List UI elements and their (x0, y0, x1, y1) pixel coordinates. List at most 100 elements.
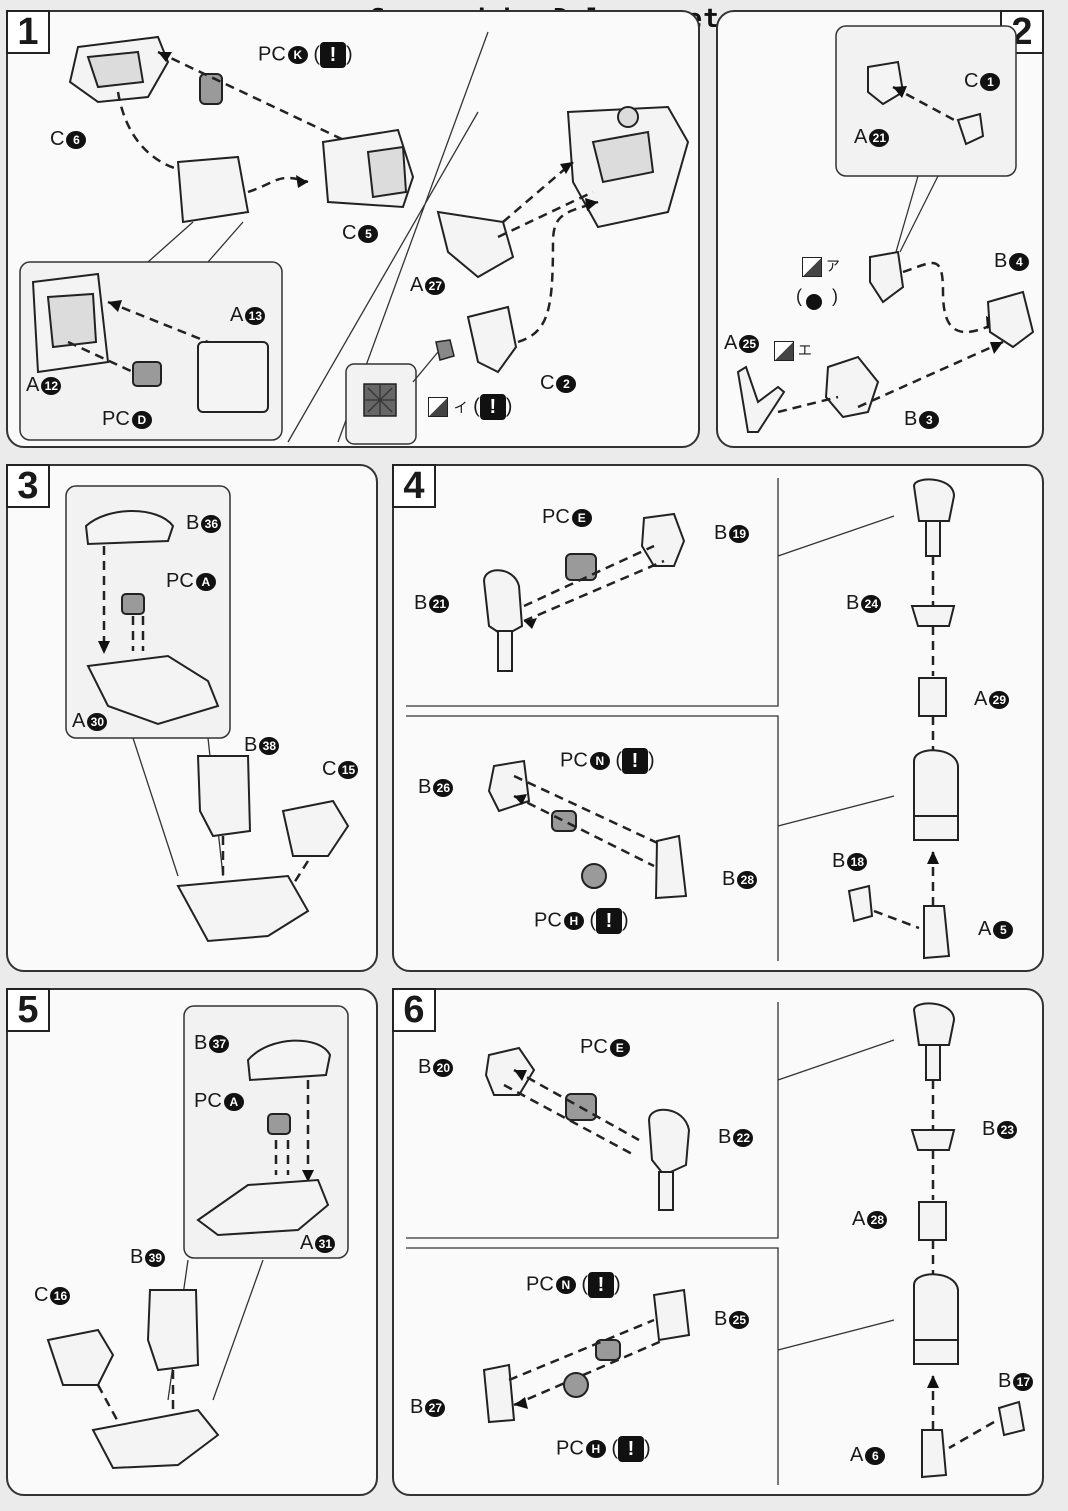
caution-icon: ! (618, 1436, 645, 1462)
caution-icon: ! (588, 1272, 615, 1298)
caution-icon: ! (596, 908, 623, 934)
part-a30 (86, 654, 220, 726)
part-a13 (197, 341, 269, 413)
part-b4 (986, 290, 1035, 349)
part-a31 (196, 1178, 330, 1237)
caution-icon: ! (622, 748, 649, 774)
step-number-3: 3 (6, 464, 50, 508)
label-sticker-a: ア (802, 256, 840, 278)
part-a6-hand (921, 1429, 948, 1479)
part-b18 (847, 884, 874, 923)
pc-d-part (132, 361, 162, 387)
sticker-icon (428, 397, 448, 417)
part-shoulder-joint (912, 478, 956, 522)
peg (658, 1171, 674, 1211)
step-number-6: 6 (392, 988, 436, 1032)
step-2-sub-box (835, 25, 1017, 177)
part-forearm-assembled (913, 1273, 959, 1344)
part-a29 (918, 677, 947, 717)
small-sticker-part (435, 339, 455, 361)
pc-h-part (581, 863, 607, 889)
part-b26 (487, 759, 531, 813)
step-3-illustration (65, 485, 350, 943)
head-assembly-part (869, 250, 905, 304)
pc-k-part (199, 73, 223, 105)
part-a28 (918, 1201, 947, 1241)
label-sticker-e: エ (774, 340, 812, 362)
pc-h-part (563, 1372, 589, 1398)
part-assembled-hull (176, 874, 310, 943)
part-b17 (997, 1400, 1026, 1437)
step-number-1: 1 (6, 10, 50, 54)
part-b3 (824, 355, 880, 419)
part-a27 (436, 210, 515, 279)
step-1-illustration (19, 31, 690, 445)
label-sticker-i: イ (!) (428, 394, 512, 420)
part-shoulder-joint (912, 1002, 956, 1046)
sticker-eye-callout: ( ) (796, 286, 838, 306)
pc-a-part (121, 593, 145, 615)
step-4-illustration (406, 478, 959, 961)
caution-icon: ! (320, 42, 347, 68)
part-b36 (84, 510, 175, 546)
part-b25 (652, 1288, 691, 1342)
pc-n-part (551, 810, 577, 832)
part-c16 (46, 1328, 115, 1386)
part-c1 (956, 112, 985, 146)
pc-a-part (267, 1113, 291, 1135)
part-a21 (867, 60, 905, 106)
part-b27 (482, 1363, 516, 1424)
part-upper-block (176, 155, 250, 224)
part-c2 (466, 305, 518, 374)
step-2-illustration (736, 25, 1035, 433)
part-b19 (640, 512, 686, 567)
step-number-4: 4 (392, 464, 436, 508)
part-b37 (246, 1039, 332, 1082)
part-b39 (146, 1289, 200, 1372)
part-b21 (482, 569, 524, 638)
part-b22 (647, 1108, 691, 1177)
peg (497, 630, 513, 672)
